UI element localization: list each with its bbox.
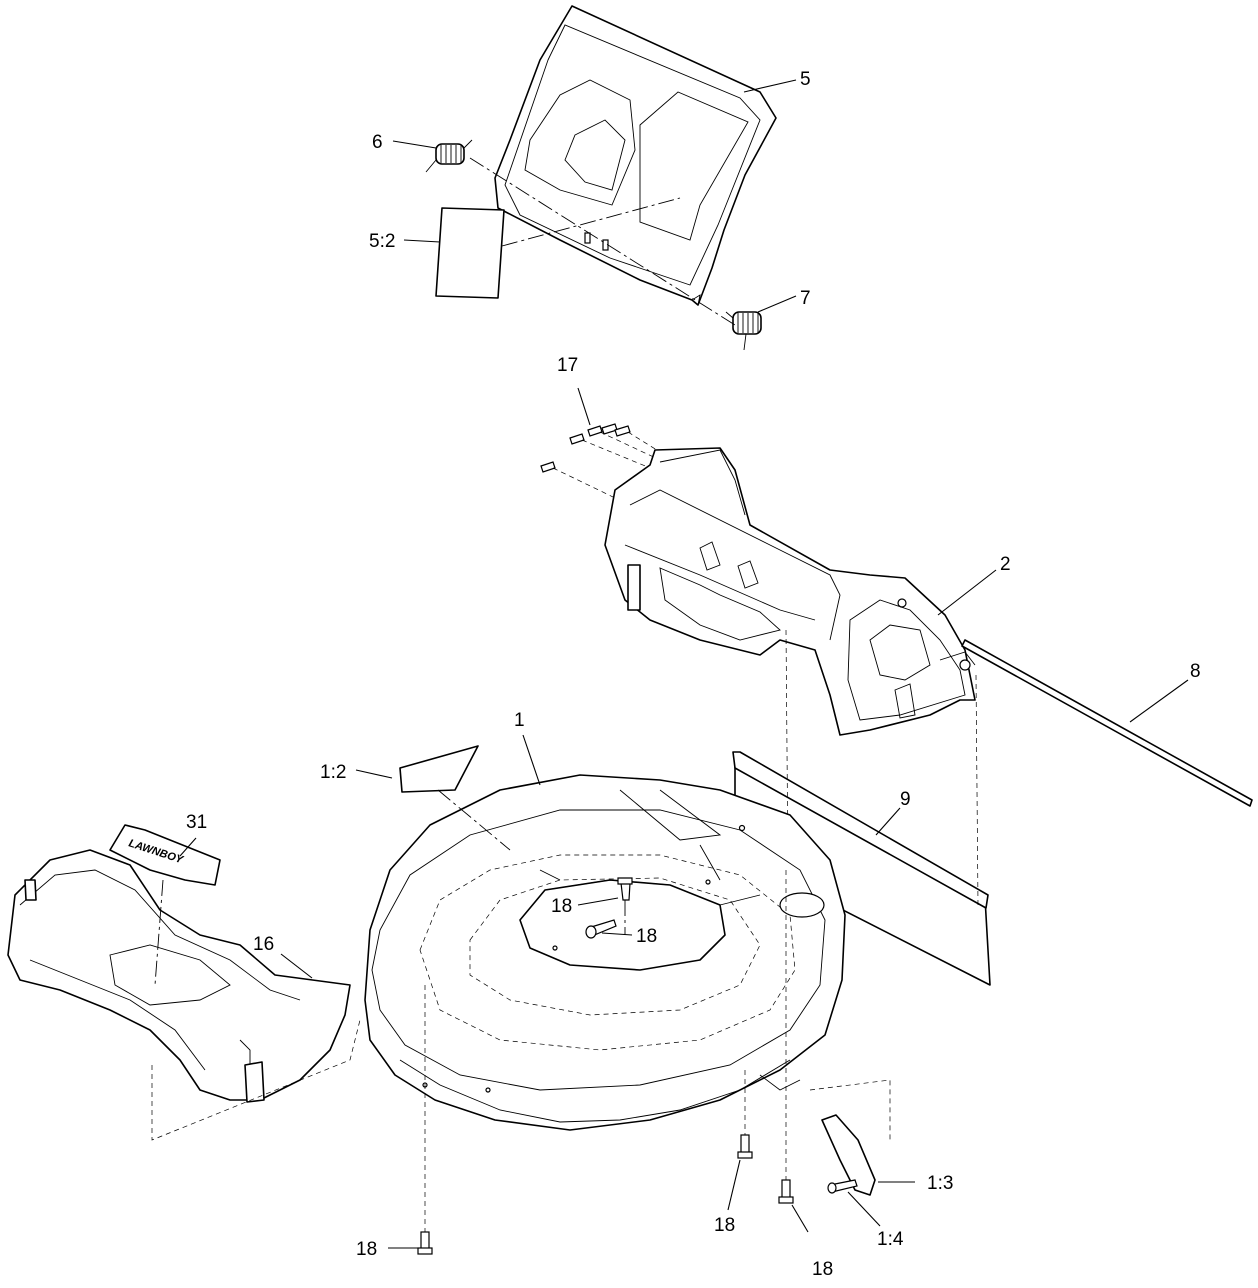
callout-1: 1 bbox=[514, 710, 525, 731]
part-2-rear-frame bbox=[604, 447, 976, 736]
callout-18-center-bottom: 18 bbox=[636, 926, 657, 947]
part-5-2-decal bbox=[435, 207, 505, 299]
callout-18-lower-left: 18 bbox=[356, 1239, 377, 1260]
part-8-rod bbox=[961, 639, 1253, 807]
part-1-2-decal bbox=[399, 745, 479, 793]
callout-5-2: 5:2 bbox=[369, 231, 395, 252]
callout-31: 31 bbox=[186, 812, 207, 833]
callout-17: 17 bbox=[557, 355, 578, 376]
callout-18-lower-right: 18 bbox=[812, 1259, 833, 1280]
part-16-front-cover bbox=[7, 849, 351, 1103]
callout-9: 9 bbox=[900, 789, 911, 810]
part-1-deck bbox=[364, 774, 846, 1131]
part-6-spring bbox=[425, 139, 473, 173]
part-31-badge: LAWNBOY bbox=[109, 824, 221, 886]
part-9-rear-flap bbox=[732, 751, 991, 986]
callout-6: 6 bbox=[372, 132, 383, 153]
callout-5: 5 bbox=[800, 69, 811, 90]
callout-18-lower-middle: 18 bbox=[714, 1215, 735, 1236]
callout-8: 8 bbox=[1190, 661, 1201, 682]
part-1-3-bracket bbox=[821, 1114, 876, 1196]
callout-18-center-top: 18 bbox=[551, 896, 572, 917]
callout-16: 16 bbox=[253, 934, 274, 955]
part-7-spring bbox=[725, 311, 762, 351]
callout-1-4: 1:4 bbox=[877, 1229, 904, 1250]
part-1-4-bolt bbox=[827, 1179, 858, 1194]
leader-lines bbox=[179, 79, 1189, 1249]
callout-7: 7 bbox=[800, 288, 811, 309]
callout-labels: 5 6 5:2 7 17 2 8 1 1:2 9 31 16 18 18 18 … bbox=[186, 69, 1201, 1280]
callout-2: 2 bbox=[1000, 554, 1011, 575]
part-5-discharge-door bbox=[494, 5, 777, 306]
part-18-screws-lower bbox=[417, 1134, 794, 1255]
part-18-screws-center bbox=[585, 877, 633, 939]
callout-1-2: 1:2 bbox=[320, 762, 346, 783]
part-17-bolts bbox=[540, 423, 631, 473]
callout-1-3: 1:3 bbox=[927, 1173, 953, 1194]
